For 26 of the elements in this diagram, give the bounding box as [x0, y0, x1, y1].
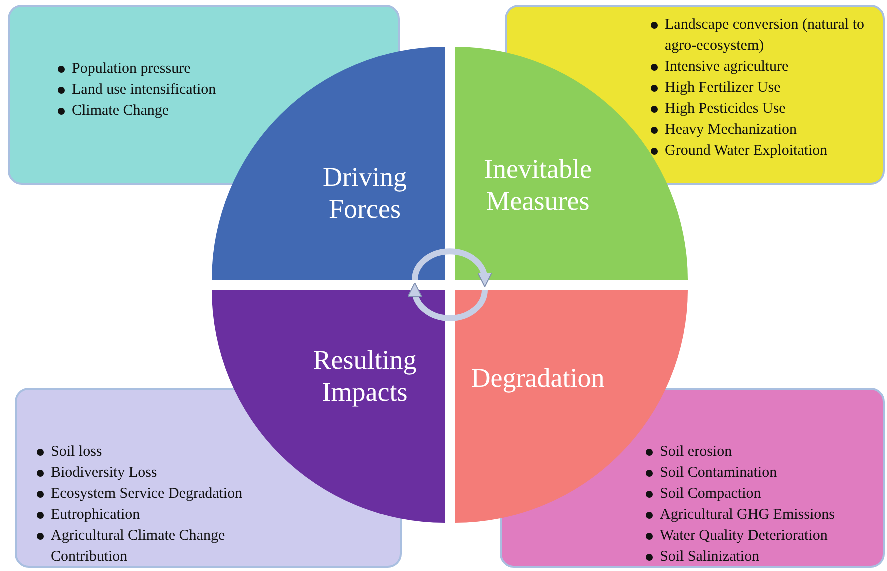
bullet-item: Eutrophication — [51, 507, 140, 523]
quadrant-title: Driving Forces — [322, 161, 408, 225]
bullet-item: Ground Water Exploitation — [665, 143, 828, 159]
quadrant-title: Degradation — [470, 362, 606, 394]
bullet-item: Biodiversity Loss — [51, 465, 158, 481]
bullet-item: Soil Contamination — [660, 465, 778, 481]
bullet-item: High Pesticides Use — [665, 101, 786, 117]
bullet-item: Population pressure — [72, 61, 191, 77]
quadrant-title: Resulting Impacts — [312, 344, 418, 408]
bullet-item: Agricultural GHG Emissions — [660, 507, 835, 523]
bullet-item: Agricultural Climate Change Contribution — [51, 528, 226, 565]
bullet-item: Water Quality Deterioration — [660, 528, 828, 544]
bullet-item: Intensive agriculture — [665, 59, 789, 75]
bullet-item: Soil Compaction — [660, 486, 762, 502]
bullet-item: Soil Salinization — [660, 549, 760, 565]
curved-arrow — [412, 248, 492, 288]
bullet-item: Ecosystem Service Degradation — [51, 486, 243, 502]
curved-arrow — [408, 282, 488, 322]
bullet-item: Landscape conversion (natural to agro-ecosystem) — [665, 17, 865, 54]
bullet-item: Soil loss — [51, 444, 102, 460]
bullet-item: Heavy Mechanization — [665, 122, 798, 138]
bullet-item: Climate Change — [72, 103, 170, 119]
bullet-item: Land use intensification — [72, 82, 216, 98]
bullet-item: High Fertilizer Use — [665, 80, 781, 96]
quadrant-title: Inevitable Measures — [483, 153, 593, 217]
bullet-item: Soil erosion — [660, 444, 732, 460]
